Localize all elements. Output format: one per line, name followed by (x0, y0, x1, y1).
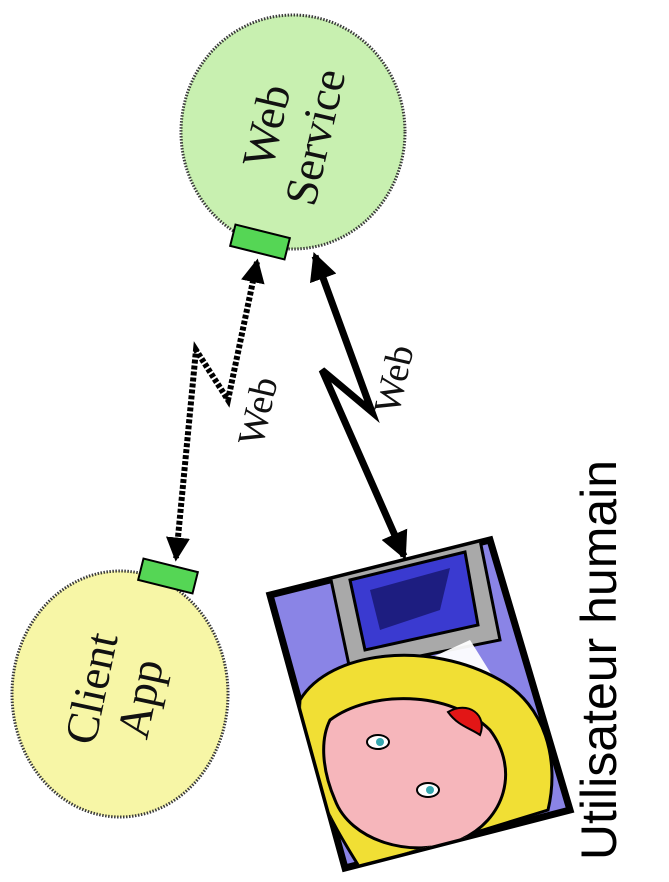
web-service-node[interactable]: Web Service (179, 13, 407, 261)
lightning-arrow-icon (166, 258, 265, 562)
client-app-ellipse (10, 569, 230, 819)
lightning-arrow-icon (310, 252, 408, 560)
client-app-port (136, 557, 200, 595)
user-at-computer-icon[interactable] (265, 535, 575, 873)
client-app-node[interactable]: Client App (10, 557, 230, 819)
edge-user-to-service: Web (310, 252, 422, 560)
edge-user-to-service-label: Web (366, 341, 422, 417)
web-service-ellipse (179, 13, 407, 251)
human-user-label: Utilisateur humain (571, 460, 627, 860)
human-user-label-group: Utilisateur humain (571, 460, 627, 860)
edge-client-to-service: Web (166, 258, 286, 562)
edge-client-to-service-label: Web (230, 373, 286, 449)
web-service-port (228, 223, 292, 261)
